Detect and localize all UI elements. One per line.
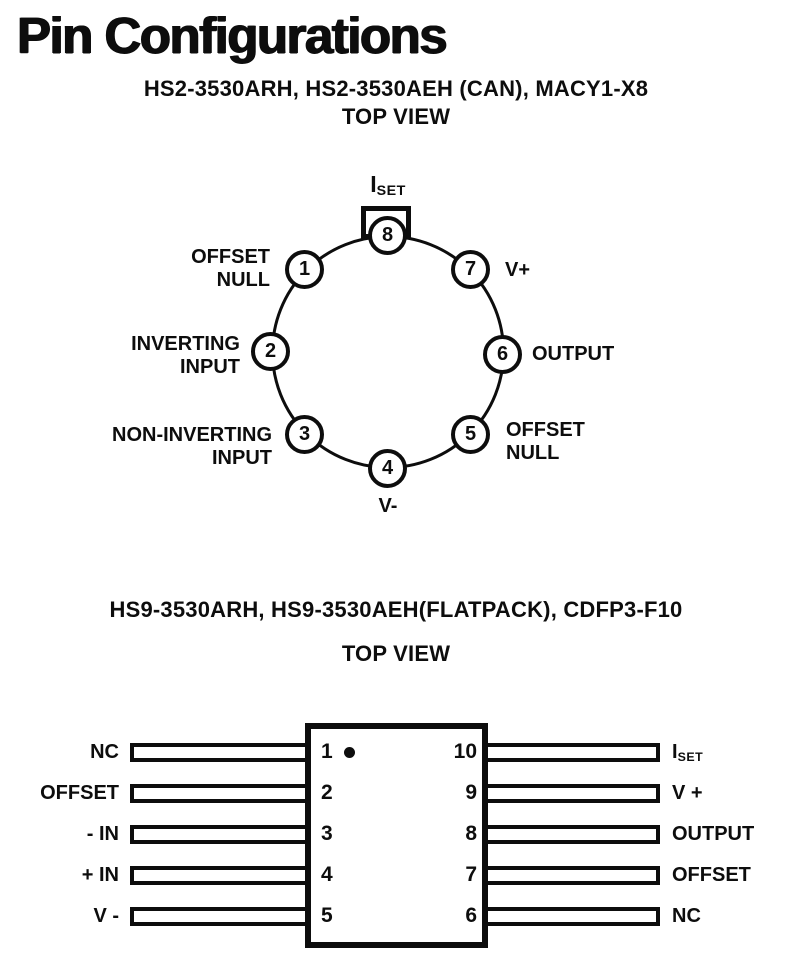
flatpack-pin-5-label: V - xyxy=(93,905,119,927)
flatpack-pin-1-lead xyxy=(130,743,310,762)
can-pin-2-label: INVERTING INPUT xyxy=(131,333,240,379)
page-title: Pin Configurations xyxy=(17,7,448,64)
flatpack-pin-3-label: - IN xyxy=(86,823,119,845)
flatpack-pin-3-lead xyxy=(130,825,310,844)
flatpack-pin-7-number: 7 xyxy=(465,863,477,886)
can-pin-5-number: 5 xyxy=(464,423,477,445)
flatpack-pin-7-lead xyxy=(483,866,660,885)
can-pin-7-number: 7 xyxy=(464,258,477,280)
flatpack-pin-1-label: NC xyxy=(90,741,119,763)
can-pin-3-label-line1: NON-INVERTING xyxy=(112,424,272,446)
flatpack-pin-3-number: 3 xyxy=(321,822,333,845)
flatpack-pin-1-dot xyxy=(344,747,355,758)
can-pin-6-number: 6 xyxy=(496,343,509,365)
can-pin-6-label: OUTPUT xyxy=(532,343,615,365)
can-pin-5-label: OFFSET NULL xyxy=(506,419,585,465)
can-pin-3-label: NON-INVERTING INPUT xyxy=(112,424,272,470)
flatpack-iset-base: I xyxy=(672,741,678,763)
can-pin-5-label-line2: NULL xyxy=(506,442,560,464)
flatpack-pin-4-number: 4 xyxy=(321,863,333,886)
can-pin-3: 3 xyxy=(285,415,324,454)
flatpack-pin-10-lead xyxy=(483,743,660,762)
can-pin-1-number: 1 xyxy=(298,258,311,280)
can-pin-2: 2 xyxy=(251,332,290,371)
flatpack-pin-8-number: 8 xyxy=(465,822,477,845)
flatpack-pin-10-label: ISET xyxy=(672,740,703,769)
can-pin-7-label: V+ xyxy=(505,259,531,281)
can-pin-3-label-line2: INPUT xyxy=(212,447,272,469)
flatpack-pin-10-number: 10 xyxy=(453,740,477,763)
flatpack-pin-9-number: 9 xyxy=(465,781,477,804)
can-iset-label: ISET xyxy=(338,171,438,204)
can-pin-1-label-line1: OFFSET xyxy=(191,246,270,268)
flatpack-pin-2-lead xyxy=(130,784,310,803)
flatpack-iset-subscript: SET xyxy=(677,750,704,764)
flatpack-pin-2-number: 2 xyxy=(321,781,333,804)
flatpack-subtitle: HS9-3530ARH, HS9-3530AEH(FLATPACK), CDFP… xyxy=(109,597,683,622)
can-pin-2-label-line1: INVERTING xyxy=(131,333,240,355)
flatpack-pin-9-lead xyxy=(483,784,660,803)
flatpack-pin-8-label: OUTPUT xyxy=(672,823,755,845)
flatpack-pin-6-label: NC xyxy=(672,905,701,927)
can-pin-5-label-line1: OFFSET xyxy=(506,419,585,441)
flatpack-pin-4-label: + IN xyxy=(81,864,119,886)
can-pin-4-number: 4 xyxy=(381,457,394,479)
flatpack-top-view-label: TOP VIEW xyxy=(341,641,451,666)
can-pin-4-label: V- xyxy=(378,495,398,517)
can-pin-5: 5 xyxy=(451,415,490,454)
can-iset-base: I xyxy=(370,171,377,197)
flatpack-pin-9-label: V + xyxy=(672,782,703,804)
can-subtitle: HS2-3530ARH, HS2-3530AEH (CAN), MACY1-X8 xyxy=(143,76,649,101)
flatpack-pin-4-lead xyxy=(130,866,310,885)
flatpack-pin-5-number: 5 xyxy=(321,904,333,927)
can-pin-6: 6 xyxy=(483,335,522,374)
can-pin-1-label: OFFSET NULL xyxy=(191,246,270,292)
can-pin-8: 8 xyxy=(368,216,407,255)
flatpack-pin-8-lead xyxy=(483,825,660,844)
flatpack-pin-2-label: OFFSET xyxy=(40,782,119,804)
can-iset-subscript: SET xyxy=(376,183,406,199)
can-pin-3-number: 3 xyxy=(298,423,311,445)
can-pin-7: 7 xyxy=(451,250,490,289)
can-pin-8-number: 8 xyxy=(381,224,394,246)
flatpack-pin-6-number: 6 xyxy=(465,904,477,927)
can-pin-4: 4 xyxy=(368,449,407,488)
can-pin-2-label-line2: INPUT xyxy=(180,356,240,378)
can-pin-1: 1 xyxy=(285,250,324,289)
flatpack-body xyxy=(305,723,488,948)
flatpack-pin-5-lead xyxy=(130,907,310,926)
flatpack-pin-7-label: OFFSET xyxy=(672,864,751,886)
flatpack-pin-1-number: 1 xyxy=(321,740,333,763)
can-pin-2-number: 2 xyxy=(264,340,277,362)
can-pin-1-label-line2: NULL xyxy=(216,269,270,291)
can-top-view-label: TOP VIEW xyxy=(341,104,451,129)
flatpack-pin-6-lead xyxy=(483,907,660,926)
